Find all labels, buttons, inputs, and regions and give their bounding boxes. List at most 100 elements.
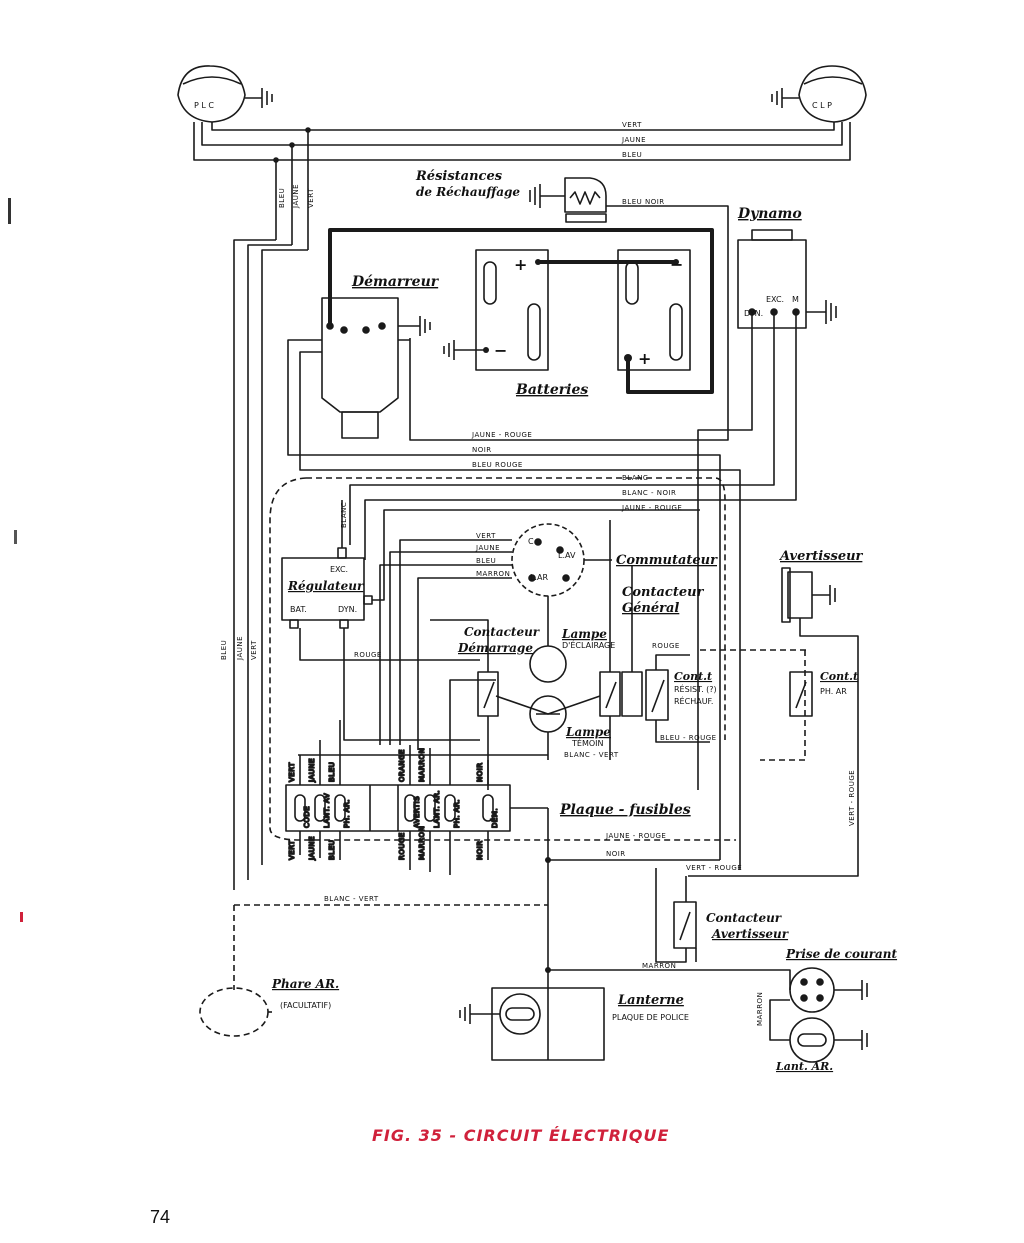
wire-label-marron-vertical: MARRON	[756, 992, 764, 1026]
batteries-label: Batteries	[515, 382, 588, 398]
rear-headlamp-label: Phare AR.	[271, 977, 339, 991]
battery-minus-sign-2: −	[494, 341, 507, 360]
plc-label: P L C	[194, 101, 214, 110]
starter-label: Démarreur	[351, 274, 440, 290]
fuse-wire-label: ORANGE	[398, 749, 406, 782]
fuse-wire-label: MARRON	[418, 748, 426, 782]
wire-label-vert-rouge-vertical: VERT - ROUGE	[848, 770, 856, 826]
number-plate-lamp-label: Lanterne	[617, 993, 684, 1008]
page-number: 74	[150, 1207, 171, 1227]
battery-minus-sign: −	[670, 255, 683, 274]
wire-label-bleu-rouge: BLEU ROUGE	[472, 461, 523, 469]
heater-switch-sublabel-2: RÉCHAUF.	[674, 695, 713, 706]
wire-label-vert-vertical: VERT	[307, 188, 315, 208]
fuse-label: DÉM.	[490, 808, 499, 828]
wire-label-bleu-3: BLEU	[220, 640, 228, 660]
wire-label-bleu-rouge-2: BLEU - ROUGE	[660, 734, 717, 742]
headlamp-right-icon	[771, 65, 867, 123]
wire-label-marron: MARRON	[476, 570, 510, 578]
wire-label-jaune-2: JAUNE	[475, 544, 500, 552]
headlamp-left-icon	[177, 65, 273, 123]
wire-label-vert-2: VERT	[476, 532, 496, 540]
horn-relay-icon	[673, 901, 697, 949]
power-socket-icon	[789, 967, 868, 1013]
rear-light-switch-label: Cont.t	[820, 670, 858, 683]
wire-label-bleu-vertical: BLEU	[278, 188, 286, 208]
wire-label-bleu-2: BLEU	[476, 557, 496, 565]
fuse	[334, 794, 346, 822]
rear-lamp-icon	[789, 1017, 868, 1063]
wire-label-blanc-vert-2: BLANC - VERT	[324, 895, 379, 903]
fuse-label: PH. AR.	[343, 799, 351, 828]
clp-label: C L P	[812, 101, 832, 110]
heater-switch-label: Cont.t	[674, 670, 712, 683]
battery-left-icon	[443, 249, 549, 371]
warning-lamp-sublabel: TÉMOIN	[571, 737, 604, 748]
wire-label-vert-rouge: VERT - ROUGE	[686, 864, 742, 872]
horn-relay-label: Contacteur	[706, 911, 783, 925]
commutator-label: Commutateur	[616, 553, 718, 568]
fuse-wire-label: JAUNE	[308, 836, 316, 861]
wire-label-jaune-rouge-3: JAUNE - ROUGE	[605, 832, 666, 840]
ignition-switch-icon	[599, 671, 643, 717]
fuse	[294, 794, 306, 822]
fuse-wire-label: BLEU	[328, 762, 336, 782]
wire-label-jaune-rouge-2: JAUNE - ROUGE	[621, 504, 682, 512]
horn-icon	[781, 567, 836, 623]
heater-switch-sublabel-1: RÉSIST. (?)	[674, 683, 717, 694]
regulator-label: Régulateur	[287, 579, 365, 593]
general-switch-sublabel: Général	[622, 601, 679, 616]
scan-mark-1	[8, 198, 11, 224]
resistances-label: Résistances	[415, 169, 503, 184]
fuse-label: LANT. AV	[323, 793, 331, 828]
figure-caption: FIG. 35 - CIRCUIT ÉLECTRIQUE	[372, 1126, 670, 1145]
fuse-wire-label: JAUNE	[308, 758, 316, 783]
resistances-sublabel: de Réchauffage	[416, 185, 520, 199]
light-switch-icon	[511, 523, 612, 597]
rear-headlamp-sublabel: (FACULTATIF)	[280, 1001, 331, 1010]
fuse	[482, 794, 494, 822]
battery-plus-sign-2: +	[638, 349, 651, 368]
fuse-wire-label: NOIR	[476, 762, 484, 782]
heating-resistor-icon	[529, 177, 607, 223]
horn-label: Avertisseur	[778, 549, 864, 564]
horn-relay-sublabel: Avertisseur	[711, 927, 790, 941]
rear-lamp-label: Lant. AR.	[775, 1060, 833, 1073]
fuse	[424, 794, 436, 822]
regulator-exc-terminal: EXC.	[330, 565, 348, 574]
wire-label-rouge-2: ROUGE	[652, 642, 680, 650]
battery-plus-sign: +	[514, 255, 527, 274]
dynamo-label: Dynamo	[737, 206, 802, 222]
rear-light-switch-icon	[789, 671, 813, 717]
commutator-lav-terminal: L.AV	[558, 551, 576, 560]
dynamo-dyn-terminal: DYN.	[744, 309, 763, 318]
wire-label-blanc-noir: BLANC - NOIR	[622, 489, 676, 497]
fuse-label: LANT. AR.	[433, 790, 441, 828]
wire-label-blanc-vertical: BLANC	[340, 502, 348, 528]
fuse	[314, 794, 326, 822]
wire-label-noir-2: NOIR	[606, 850, 626, 858]
lighting-lamp-sublabel: D'ÉCLAIRAGE	[562, 639, 615, 650]
dynamo-exc-terminal: EXC.	[766, 295, 784, 304]
fuse-wire-label: BLEU	[328, 840, 336, 860]
fuse-wire-label: VERT	[288, 840, 296, 860]
wire-label-jaune-rouge: JAUNE - ROUGE	[471, 431, 532, 439]
fuse-wire-label: ROUGE	[398, 832, 406, 860]
regulator-dyn-terminal: DYN.	[338, 605, 357, 614]
junction-dots	[483, 259, 679, 973]
wire-label-marron-2: MARRON	[642, 962, 676, 970]
regulator-icon	[281, 547, 373, 629]
dynamo-m-terminal: M	[792, 295, 799, 304]
commutator-lar-terminal: L.AR	[530, 573, 548, 582]
wire-label-jaune: JAUNE	[621, 136, 646, 144]
wire-label-vert-3: VERT	[250, 640, 258, 660]
fuse-label: PH. AR.	[453, 799, 461, 828]
rear-headlamp-icon	[199, 987, 272, 1037]
wire-label-jaune-vertical: JAUNE	[292, 184, 300, 209]
fuse-label: CODE	[303, 806, 311, 828]
fuse-label: AVERTIS	[413, 796, 421, 828]
wire-label-jaune-3: JAUNE	[236, 636, 244, 661]
fuse-wire-label: VERT	[288, 762, 296, 782]
